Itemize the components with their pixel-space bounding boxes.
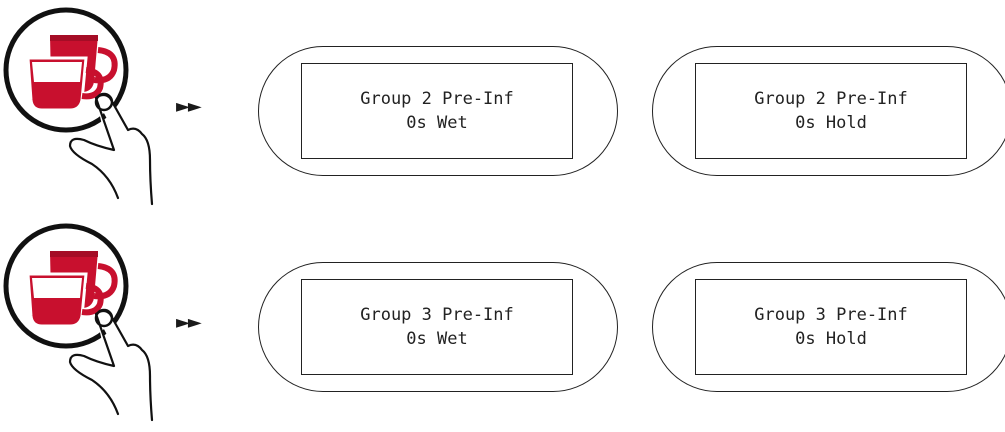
display-line-1: Group 2 Pre-Inf [754, 89, 908, 109]
double-cup-button-press-icon [3, 223, 154, 422]
lcd-screen: Group 2 Pre-Inf 0s Hold [695, 63, 967, 159]
display-line-2: 0s Wet [406, 329, 468, 349]
display-line-1: Group 3 Pre-Inf [754, 305, 908, 325]
row-group-2: ►► Group 2 Pre-Inf 0s Wet Group 2 Pre-In… [3, 7, 1005, 206]
display-line-2: 0s Hold [795, 113, 867, 133]
arrow-indicator: ►► [176, 96, 202, 117]
double-cup-button-press-icon [3, 7, 154, 206]
display-panel-wet: Group 2 Pre-Inf 0s Wet [258, 46, 618, 176]
display-panel-wet: Group 3 Pre-Inf 0s Wet [258, 262, 618, 392]
display-line-1: Group 2 Pre-Inf [360, 89, 514, 109]
lcd-screen: Group 3 Pre-Inf 0s Wet [301, 279, 573, 375]
display-panel-hold: Group 3 Pre-Inf 0s Hold [652, 262, 1005, 392]
row-group-3: ►► Group 3 Pre-Inf 0s Wet Group 3 Pre-In… [0, 216, 1005, 432]
display-line-2: 0s Hold [795, 329, 867, 349]
lcd-screen: Group 3 Pre-Inf 0s Hold [695, 279, 967, 375]
display-line-1: Group 3 Pre-Inf [360, 305, 514, 325]
display-line-2: 0s Wet [406, 113, 468, 133]
lcd-screen: Group 2 Pre-Inf 0s Wet [301, 63, 573, 159]
display-panel-hold: Group 2 Pre-Inf 0s Hold [652, 46, 1005, 176]
arrow-indicator: ►► [176, 312, 202, 333]
